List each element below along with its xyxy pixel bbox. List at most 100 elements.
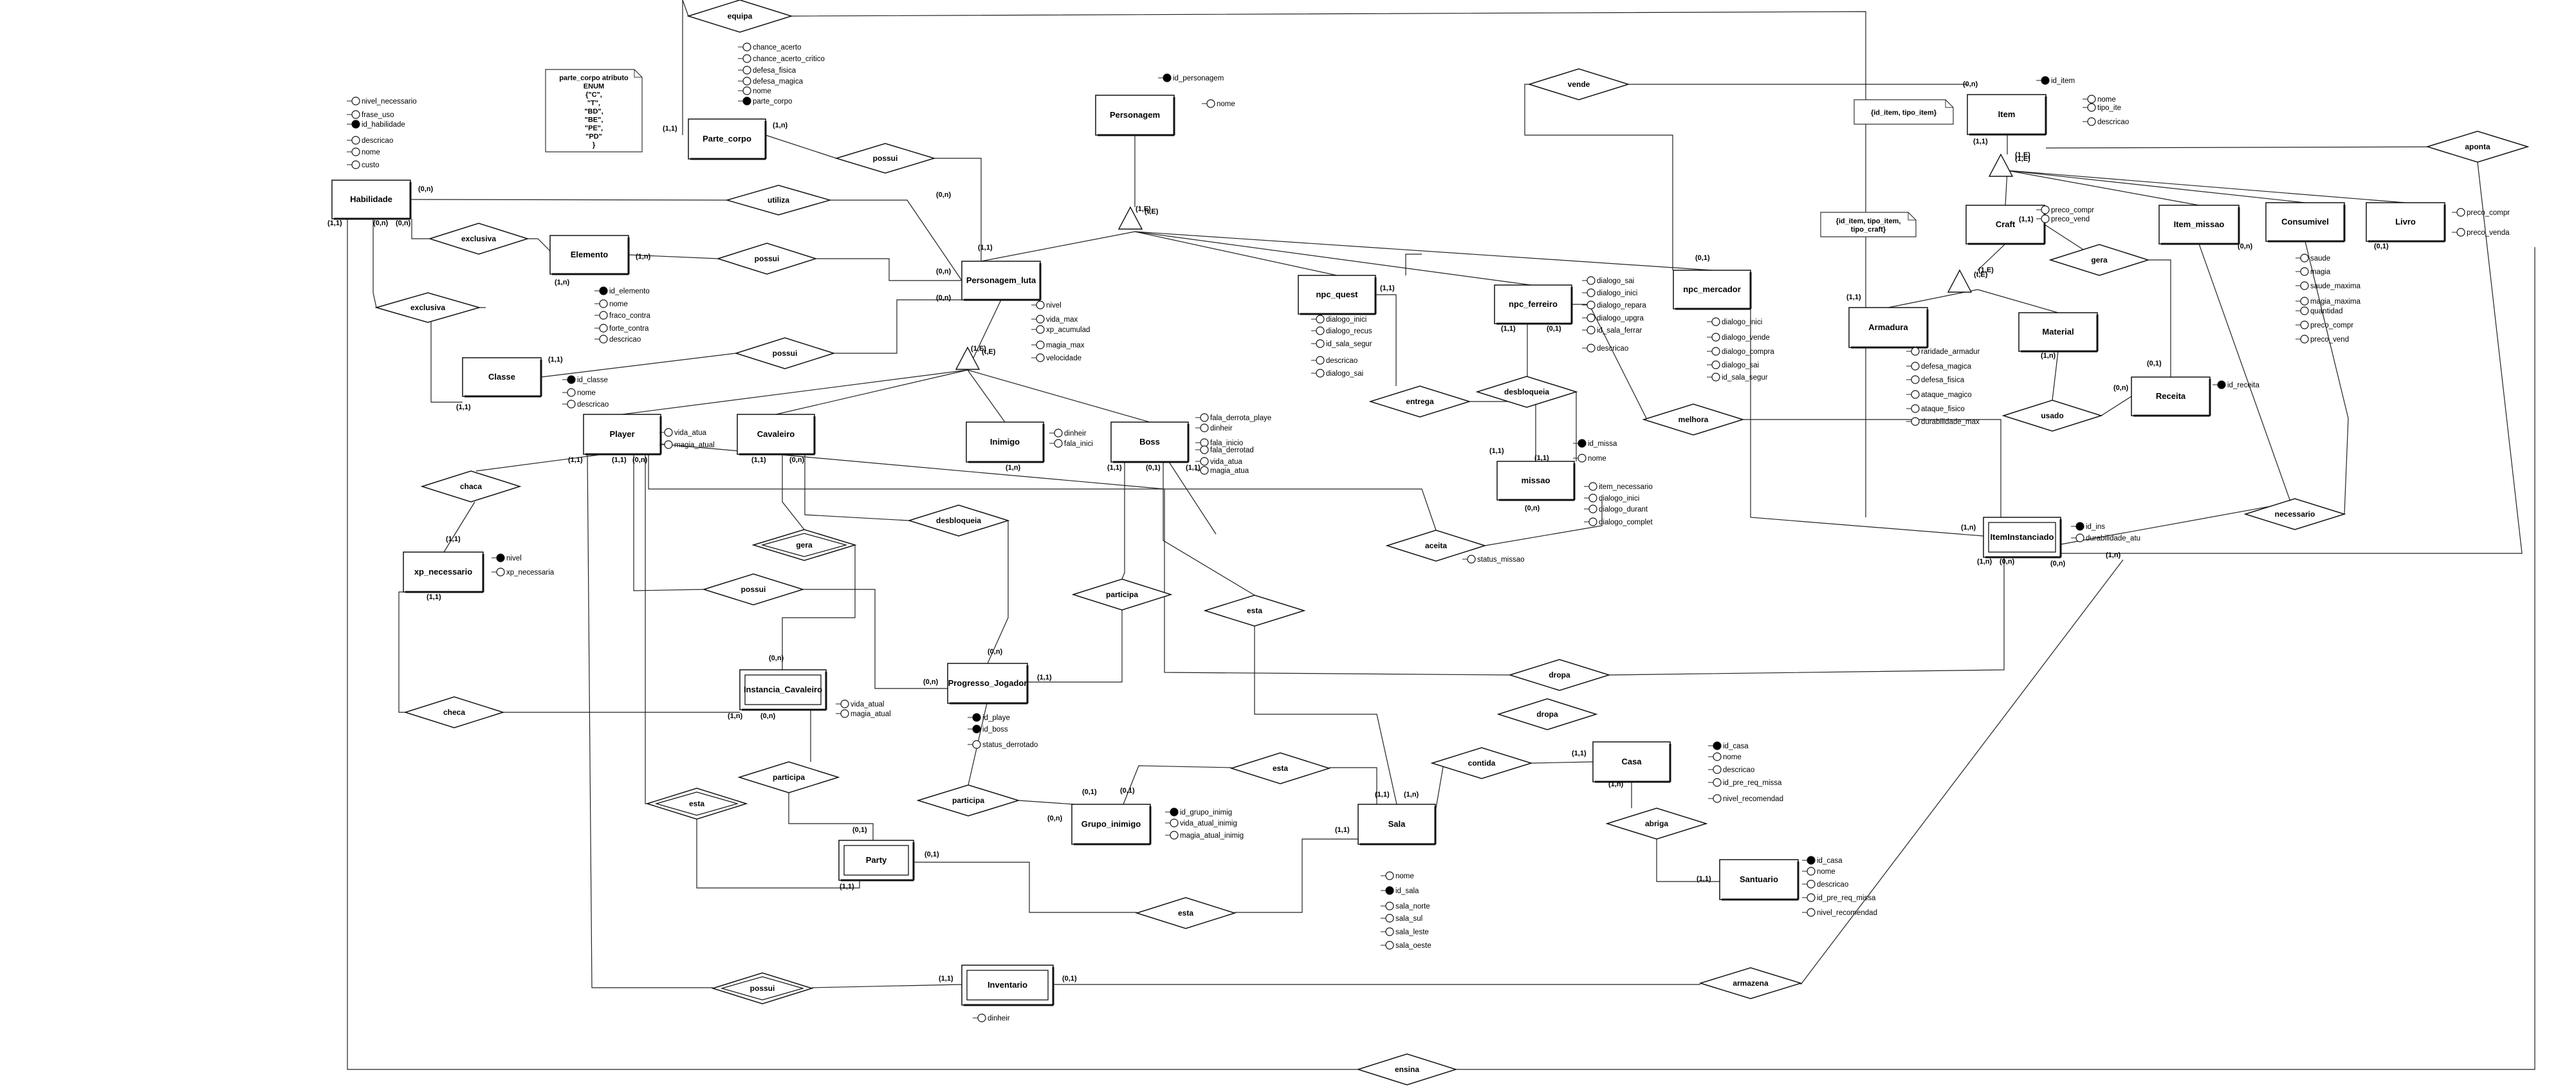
entity-livro[interactable]: Livro [2366,202,2446,243]
entity-parte_corpo[interactable]: Parte_corpo [688,118,767,160]
entity-elemento[interactable]: Elemento [549,235,630,275]
relationship-esta_2[interactable]: esta [1229,752,1331,784]
relationship-chaca_2[interactable]: checa [403,696,505,728]
attribute: defesa_magica [1906,362,1972,371]
entity-cavaleiro[interactable]: Cavaleiro [737,414,816,456]
entity-armadura[interactable]: Armadura [1848,307,1929,349]
connector-line [2052,351,2059,401]
weak-entity-inventario[interactable]: Inventario [961,965,1054,1006]
connector-line [1750,290,1984,537]
attribute-marker [2087,103,2096,112]
relationship-esta_4[interactable]: esta [645,788,748,820]
attribute-label: dialogo_upgra [1597,315,1644,322]
attribute-label: id_sala_ferrar [1597,327,1642,335]
attribute-marker [1200,445,1209,454]
relationship-participa_1[interactable]: participa [1071,578,1173,611]
attribute: dialogo_complet [1584,517,1653,526]
relationship-chaca_1[interactable]: chaca [420,470,522,503]
attribute-label: saude_maxima [2310,282,2361,290]
relationship-entrega[interactable]: entrega [1368,385,1471,418]
entity-item_missao[interactable]: Item_missao [2158,205,2240,245]
entity-consumivel[interactable]: Consumivel [2265,202,2346,243]
relationship-vende[interactable]: vende [1527,68,1630,100]
attribute: magia_atua [1195,466,1249,475]
attribute-label: dialogo_sai [1326,370,1363,378]
weak-entity-instancia_cavaleiro[interactable]: Instancia_Cavaleiro [739,669,827,711]
attribute-label: id_missa [1588,440,1617,448]
entity-craft[interactable]: Craft [1965,205,2046,245]
attributes: chance_acertochance_acerto_criticodefesa… [347,42,2510,1022]
entity-grupo_inimigo[interactable]: Grupo_inimigo [1071,804,1152,845]
relationship-contida[interactable]: contida [1430,747,1533,779]
relationship-aceita[interactable]: aceita [1385,530,1487,562]
entity-player[interactable]: Player [583,414,662,456]
relationship-melhora[interactable]: melhora [1642,403,1745,436]
entity-personagem[interactable]: Personagem [1095,95,1175,136]
entity-npc_ferreiro[interactable]: npc_ferreiro [1494,284,1573,325]
attribute-marker [1036,353,1045,362]
relationship-possui_2[interactable]: possui [716,243,818,275]
relationship-possui_3[interactable]: possui [734,337,836,369]
entity-progresso_jogador[interactable]: Progresso_Jogador [947,663,1029,705]
cardinality-label: (1,n) [1404,791,1419,799]
relationship-participa_3[interactable]: participa [916,784,1020,817]
relationship-possui_4[interactable]: possui [702,573,805,605]
entity-habilidade[interactable]: Habilidade [331,180,412,220]
entity-santuario[interactable]: Santuario [1719,859,1799,901]
relationship-participa_2[interactable]: participa [737,761,840,793]
weak-entity-party[interactable]: Party [838,840,915,882]
attribute-label: preco_venda [2467,229,2510,237]
entity-sala[interactable]: Sala [1357,804,1437,845]
relationship-dropa_1[interactable]: dropa [1508,659,1611,691]
entity-missao[interactable]: missao [1496,461,1576,501]
entity-label: Progresso_Jogador [948,678,1027,688]
relationship-ensina[interactable]: ensina [1356,1053,1458,1085]
entity-inimigo[interactable]: Inimigo [966,421,1045,463]
entity-boss[interactable]: Boss [1110,421,1190,463]
attribute-label: status_derrotado [982,741,1038,749]
relationship-exclusiva_2[interactable]: exclusiva [374,292,481,323]
entity-item[interactable]: Item [1967,94,2047,136]
cardinality-label: (1,n) [555,279,570,286]
attribute: tipo_ite [2083,103,2121,112]
relationship-possui_1[interactable]: possui [834,143,936,174]
note-craft_key_note: {id_item, tipo_item,tipo_craft} [1820,212,1917,237]
entity-receita[interactable]: Receita [2131,376,2211,417]
entity-personagem_luta[interactable]: Personagem_luta [961,261,1042,301]
relationship-dropa_2[interactable]: dropa [1496,698,1598,730]
entity-casa[interactable]: Casa [1592,741,1671,783]
attribute-marker [1911,404,1920,413]
relationship-utiliza[interactable]: utiliza [725,185,832,216]
relationship-desbloqueia_2[interactable]: desbloqueia [907,504,1010,537]
entity-label: Grupo_inimigo [1081,819,1141,829]
relationship-esta_1[interactable]: esta [1203,595,1306,627]
relationship-aponta[interactable]: aponta [2425,131,2530,163]
connector-line [1163,462,1255,596]
relationship-desbloqueia_1[interactable]: desbloqueia [1475,376,1578,408]
note-line: "PD" [585,133,602,141]
relationship-armazena[interactable]: armazena [1698,967,1803,999]
relationship-usado[interactable]: usado [2001,400,2103,432]
attribute: fraco_contra [594,311,651,320]
entity-material[interactable]: Material [2018,312,2099,353]
connector-line [1168,461,1217,535]
attribute: id_sala_segur [1311,339,1372,348]
attribute-marker [2300,306,2309,315]
connector-line [1456,247,2535,1070]
relationship-necessario[interactable]: necessario [2243,498,2346,530]
entity-xp_necessario[interactable]: xp_necessario [403,551,484,593]
relationship-gera_1[interactable]: gera [2048,244,2150,276]
connector-line [804,454,910,521]
relationship-abriga[interactable]: abriga [1605,808,1708,840]
relationship-possui_5[interactable]: possui [711,972,814,1004]
attribute-label: descricao [1723,766,1754,774]
relationship-esta_3[interactable]: esta [1135,897,1237,929]
relationship-label: participa [952,796,984,805]
entity-classe[interactable]: Classe [462,357,542,398]
relationship-gera_2[interactable]: gera [751,529,857,561]
relationship-equipa[interactable]: equipa [686,0,793,33]
weak-entity-item_instanciado[interactable]: ItemInstanciado [1983,517,2062,559]
relationship-exclusiva_1[interactable]: exclusiva [428,223,529,255]
entity-npc_quest[interactable]: npc_quest [1298,275,1377,315]
entity-npc_mercador[interactable]: npc_mercador [1673,270,1752,310]
